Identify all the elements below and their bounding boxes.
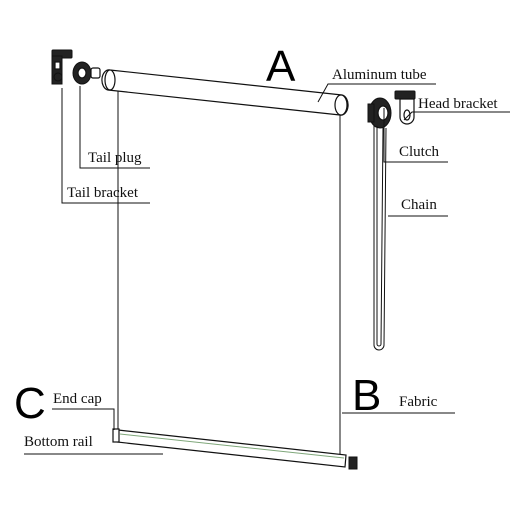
leader-lines [24, 83, 510, 455]
head-bracket [394, 90, 416, 125]
tail-bracket [51, 49, 73, 85]
label-tail-plug: Tail plug [88, 150, 142, 166]
label-end-cap: End cap [53, 391, 102, 407]
letter-a: A [266, 42, 296, 91]
label-fabric: Fabric [399, 394, 438, 410]
letter-c: C [14, 379, 46, 428]
fabric-panel [117, 88, 341, 462]
clutch [367, 97, 392, 129]
label-aluminum-tube: Aluminum tube [332, 67, 427, 83]
end-cap-right [348, 456, 358, 470]
aluminum-tube [101, 69, 349, 116]
label-tail-bracket: Tail bracket [67, 185, 139, 201]
label-chain: Chain [401, 197, 437, 213]
label-clutch: Clutch [399, 144, 439, 160]
letter-b: B [352, 371, 381, 420]
tail-plug [72, 61, 101, 85]
chain [373, 126, 387, 351]
end-cap-left [112, 428, 120, 443]
label-head-bracket: Head bracket [418, 96, 498, 112]
label-bottom-rail: Bottom rail [24, 434, 93, 450]
bottom-rail [112, 428, 358, 470]
